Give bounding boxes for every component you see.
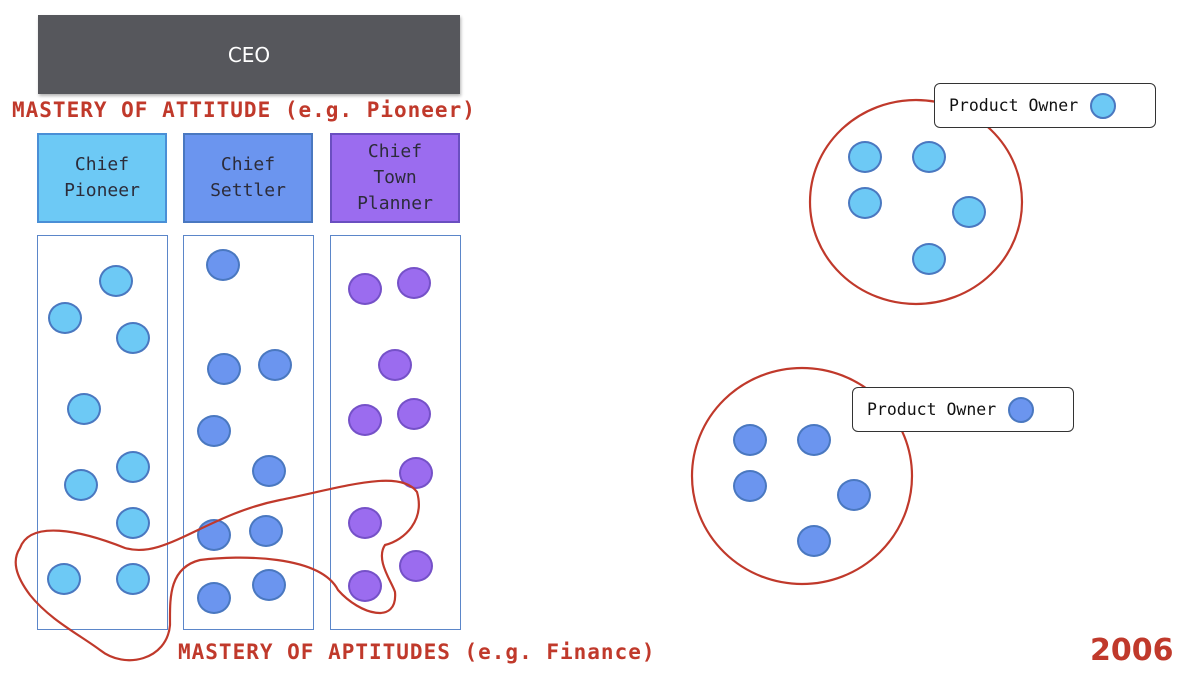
product-owner-text: Product Owner xyxy=(949,96,1079,115)
settler-member xyxy=(197,415,231,447)
mastery-of-aptitudes-label: MASTERY OF APTITUDES (e.g. Finance) xyxy=(178,640,656,664)
town-planner-member xyxy=(348,404,382,436)
ceo-box: CEO xyxy=(38,15,460,94)
year-label: 2006 xyxy=(1090,633,1174,668)
town-planner-member xyxy=(399,550,433,582)
settler-member xyxy=(258,349,292,381)
mastery-of-attitude-label: MASTERY OF ATTITUDE (e.g. Pioneer) xyxy=(12,98,476,122)
team-one-outline xyxy=(808,98,1024,306)
product-owner-text: Product Owner xyxy=(867,400,997,419)
town-planner-member xyxy=(378,349,412,381)
pioneer-member xyxy=(99,265,133,297)
chief-settler-label: Chief Settler xyxy=(210,154,286,201)
pioneer-member xyxy=(64,469,98,501)
team-one-member xyxy=(952,196,986,228)
team-two-member xyxy=(837,479,871,511)
product-owner-label-two: Product Owner xyxy=(852,387,1074,432)
town-planner-member xyxy=(397,267,431,299)
pioneer-member xyxy=(116,563,150,595)
team-one-member xyxy=(848,187,882,219)
pioneer-member xyxy=(116,507,150,539)
chief-town-planner-box: Chief Town Planner xyxy=(330,133,460,223)
team-one-member xyxy=(912,243,946,275)
pioneer-member xyxy=(116,322,150,354)
product-owner-label-one: Product Owner xyxy=(934,83,1156,128)
chief-town-planner-label: Chief Town Planner xyxy=(357,141,433,214)
chief-pioneer-label: Chief Pioneer xyxy=(64,154,140,201)
pioneer-member xyxy=(47,563,81,595)
settler-member xyxy=(197,519,231,551)
product-owner-dot xyxy=(1008,396,1035,423)
pioneer-member xyxy=(67,393,101,425)
town-planner-member xyxy=(397,398,431,430)
settler-member xyxy=(252,569,286,601)
settler-member xyxy=(249,515,283,547)
team-two-member xyxy=(733,470,767,502)
pioneer-member xyxy=(116,451,150,483)
town-planner-member xyxy=(348,570,382,602)
town-planner-member xyxy=(348,273,382,305)
settler-member xyxy=(206,249,240,281)
product-owner-dot xyxy=(1090,92,1117,119)
chief-pioneer-box: Chief Pioneer xyxy=(37,133,167,223)
team-two-member xyxy=(733,424,767,456)
pioneer-member xyxy=(48,302,82,334)
settler-member xyxy=(207,353,241,385)
settler-member xyxy=(197,582,231,614)
ceo-label: CEO xyxy=(227,42,271,67)
settler-member xyxy=(252,455,286,487)
town-planner-member xyxy=(399,457,433,489)
team-one-member xyxy=(848,141,882,173)
town-planner-member xyxy=(348,507,382,539)
team-two-member xyxy=(797,424,831,456)
team-two-member xyxy=(797,525,831,557)
team-one-member xyxy=(912,141,946,173)
chief-settler-box: Chief Settler xyxy=(183,133,313,223)
